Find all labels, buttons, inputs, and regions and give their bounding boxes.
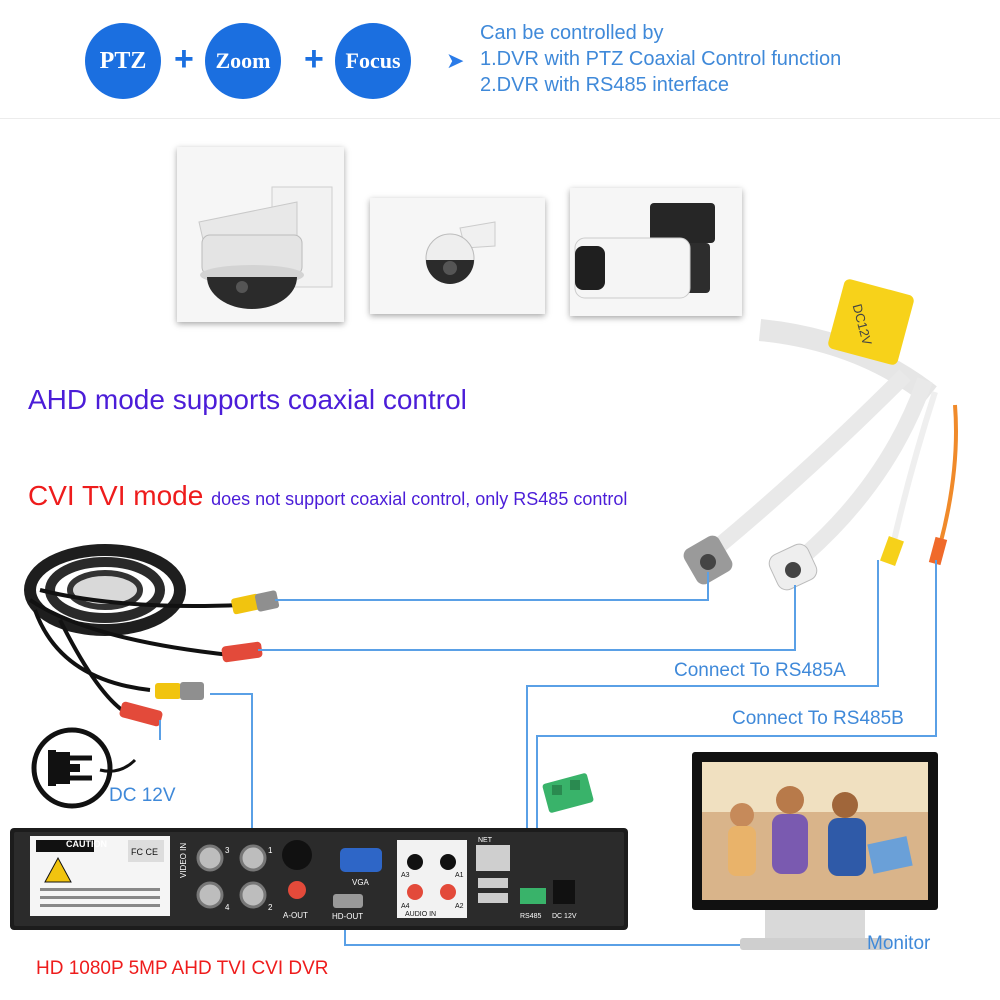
ptz-badge: PTZ (85, 23, 161, 99)
ptz-dome-camera-icon (198, 186, 333, 309)
dvr-title: HD 1080P 5MP AHD TVI CVI DVR (36, 958, 329, 979)
dvr-rear-panel: CAUTION FC CE 3 1 4 2 VIDEO IN A-OUT VGA… (10, 828, 628, 930)
speed-dome-camera-icon (425, 221, 496, 284)
camera-pigtail-cable: DC12V (683, 279, 958, 591)
dc-12v-label: DC 12V (109, 785, 176, 806)
play-arrow-icon: ➤ (446, 48, 465, 73)
rs485-label: RS485 (520, 913, 542, 920)
divider (0, 118, 1000, 119)
dc12v-label: DC 12V (552, 913, 577, 920)
plus-sign: + (304, 40, 324, 78)
connection-lines (159, 560, 937, 946)
rs485-terminal-block (542, 773, 594, 813)
dc-male-connector (221, 641, 263, 663)
fcc-ce-label: FC CE (131, 847, 158, 857)
net-label: NET (478, 837, 493, 844)
audio-label-a4: A4 (401, 903, 410, 910)
bnc-male-connector-2 (180, 682, 204, 700)
audio-label-a2: A2 (455, 903, 464, 910)
a-out-label: A-OUT (283, 911, 308, 920)
caution-label: CAUTION (66, 839, 107, 849)
focus-badge: Focus (335, 23, 411, 99)
mini-ptz-dome-photo (177, 147, 344, 322)
monitor (692, 752, 938, 950)
connect-rs485b-label: Connect To RS485B (732, 708, 904, 729)
dc-female-connector-2 (119, 701, 163, 727)
dc-power-plug-icon (31, 727, 137, 809)
port-label-2: 2 (268, 903, 273, 912)
coiled-extension-cable (24, 544, 280, 727)
audio-label-a3: A3 (401, 872, 410, 879)
control-item-2: 2.DVR with RS485 interface (480, 74, 730, 96)
monitor-label: Monitor (867, 933, 931, 954)
ahd-mode-text: AHD mode supports coaxial control (28, 384, 467, 415)
port-label-3: 3 (225, 846, 230, 855)
bullet-ptz-photo (570, 188, 742, 316)
port-label-4: 4 (225, 903, 230, 912)
control-title: Can be controlled by (480, 22, 664, 44)
vga-label: VGA (352, 878, 370, 887)
audio-in-label: AUDIO IN (405, 911, 436, 918)
plus-sign: + (174, 40, 194, 78)
bnc-male-connector-1 (254, 590, 280, 612)
cvi-tvi-mode-title: CVI TVI mode (28, 480, 204, 511)
audio-label-a1: A1 (455, 872, 464, 879)
cvi-tvi-mode-text: CVI TVI mode does not support coaxial co… (28, 480, 627, 512)
video-in-label: VIDEO IN (179, 843, 188, 878)
zoom-badge: Zoom (205, 23, 281, 99)
dc12v-tag (828, 279, 914, 365)
bullet-camera-icon (574, 203, 715, 299)
hd-out-label: HD-OUT (332, 912, 363, 921)
speed-dome-photo (370, 198, 545, 314)
port-label-1: 1 (268, 846, 273, 855)
control-item-1: 1.DVR with PTZ Coaxial Control function (480, 48, 842, 70)
connect-rs485a-label: Connect To RS485A (674, 660, 846, 681)
cvi-tvi-mode-note: does not support coaxial control, only R… (211, 489, 628, 509)
